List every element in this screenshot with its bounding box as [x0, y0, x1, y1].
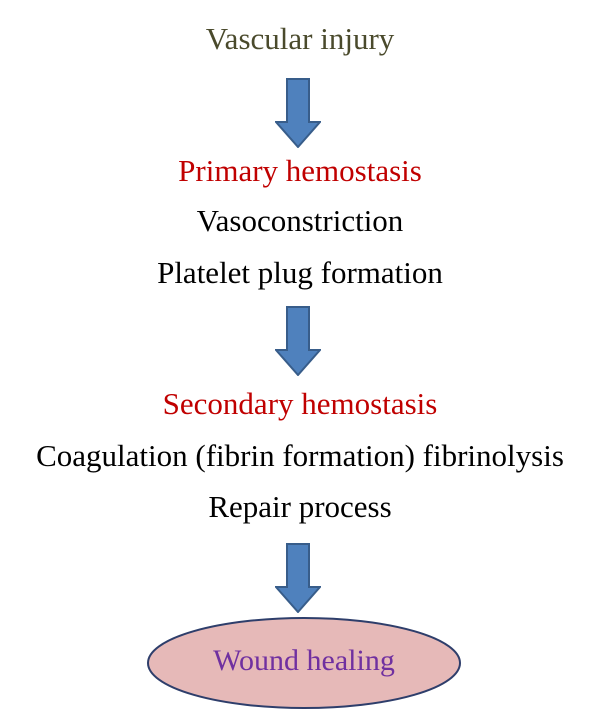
primary-hemostasis-title: Primary hemostasis — [178, 153, 422, 188]
wound-healing-ellipse — [147, 617, 461, 709]
start-node-label: Vascular injury — [205, 21, 395, 56]
down-arrow-icon — [275, 543, 321, 613]
down-arrow-icon — [275, 306, 321, 376]
secondary-item-repair: Repair process — [208, 489, 392, 524]
secondary-item-coagulation: Coagulation (fibrin formation) fibrinoly… — [36, 438, 564, 473]
primary-item-vasoconstriction: Vasoconstriction — [196, 203, 404, 238]
down-arrow-icon — [275, 78, 321, 148]
end-node-label: Wound healing — [213, 644, 395, 677]
secondary-hemostasis-title: Secondary hemostasis — [162, 386, 438, 421]
primary-item-platelet-plug: Platelet plug formation — [157, 255, 443, 290]
